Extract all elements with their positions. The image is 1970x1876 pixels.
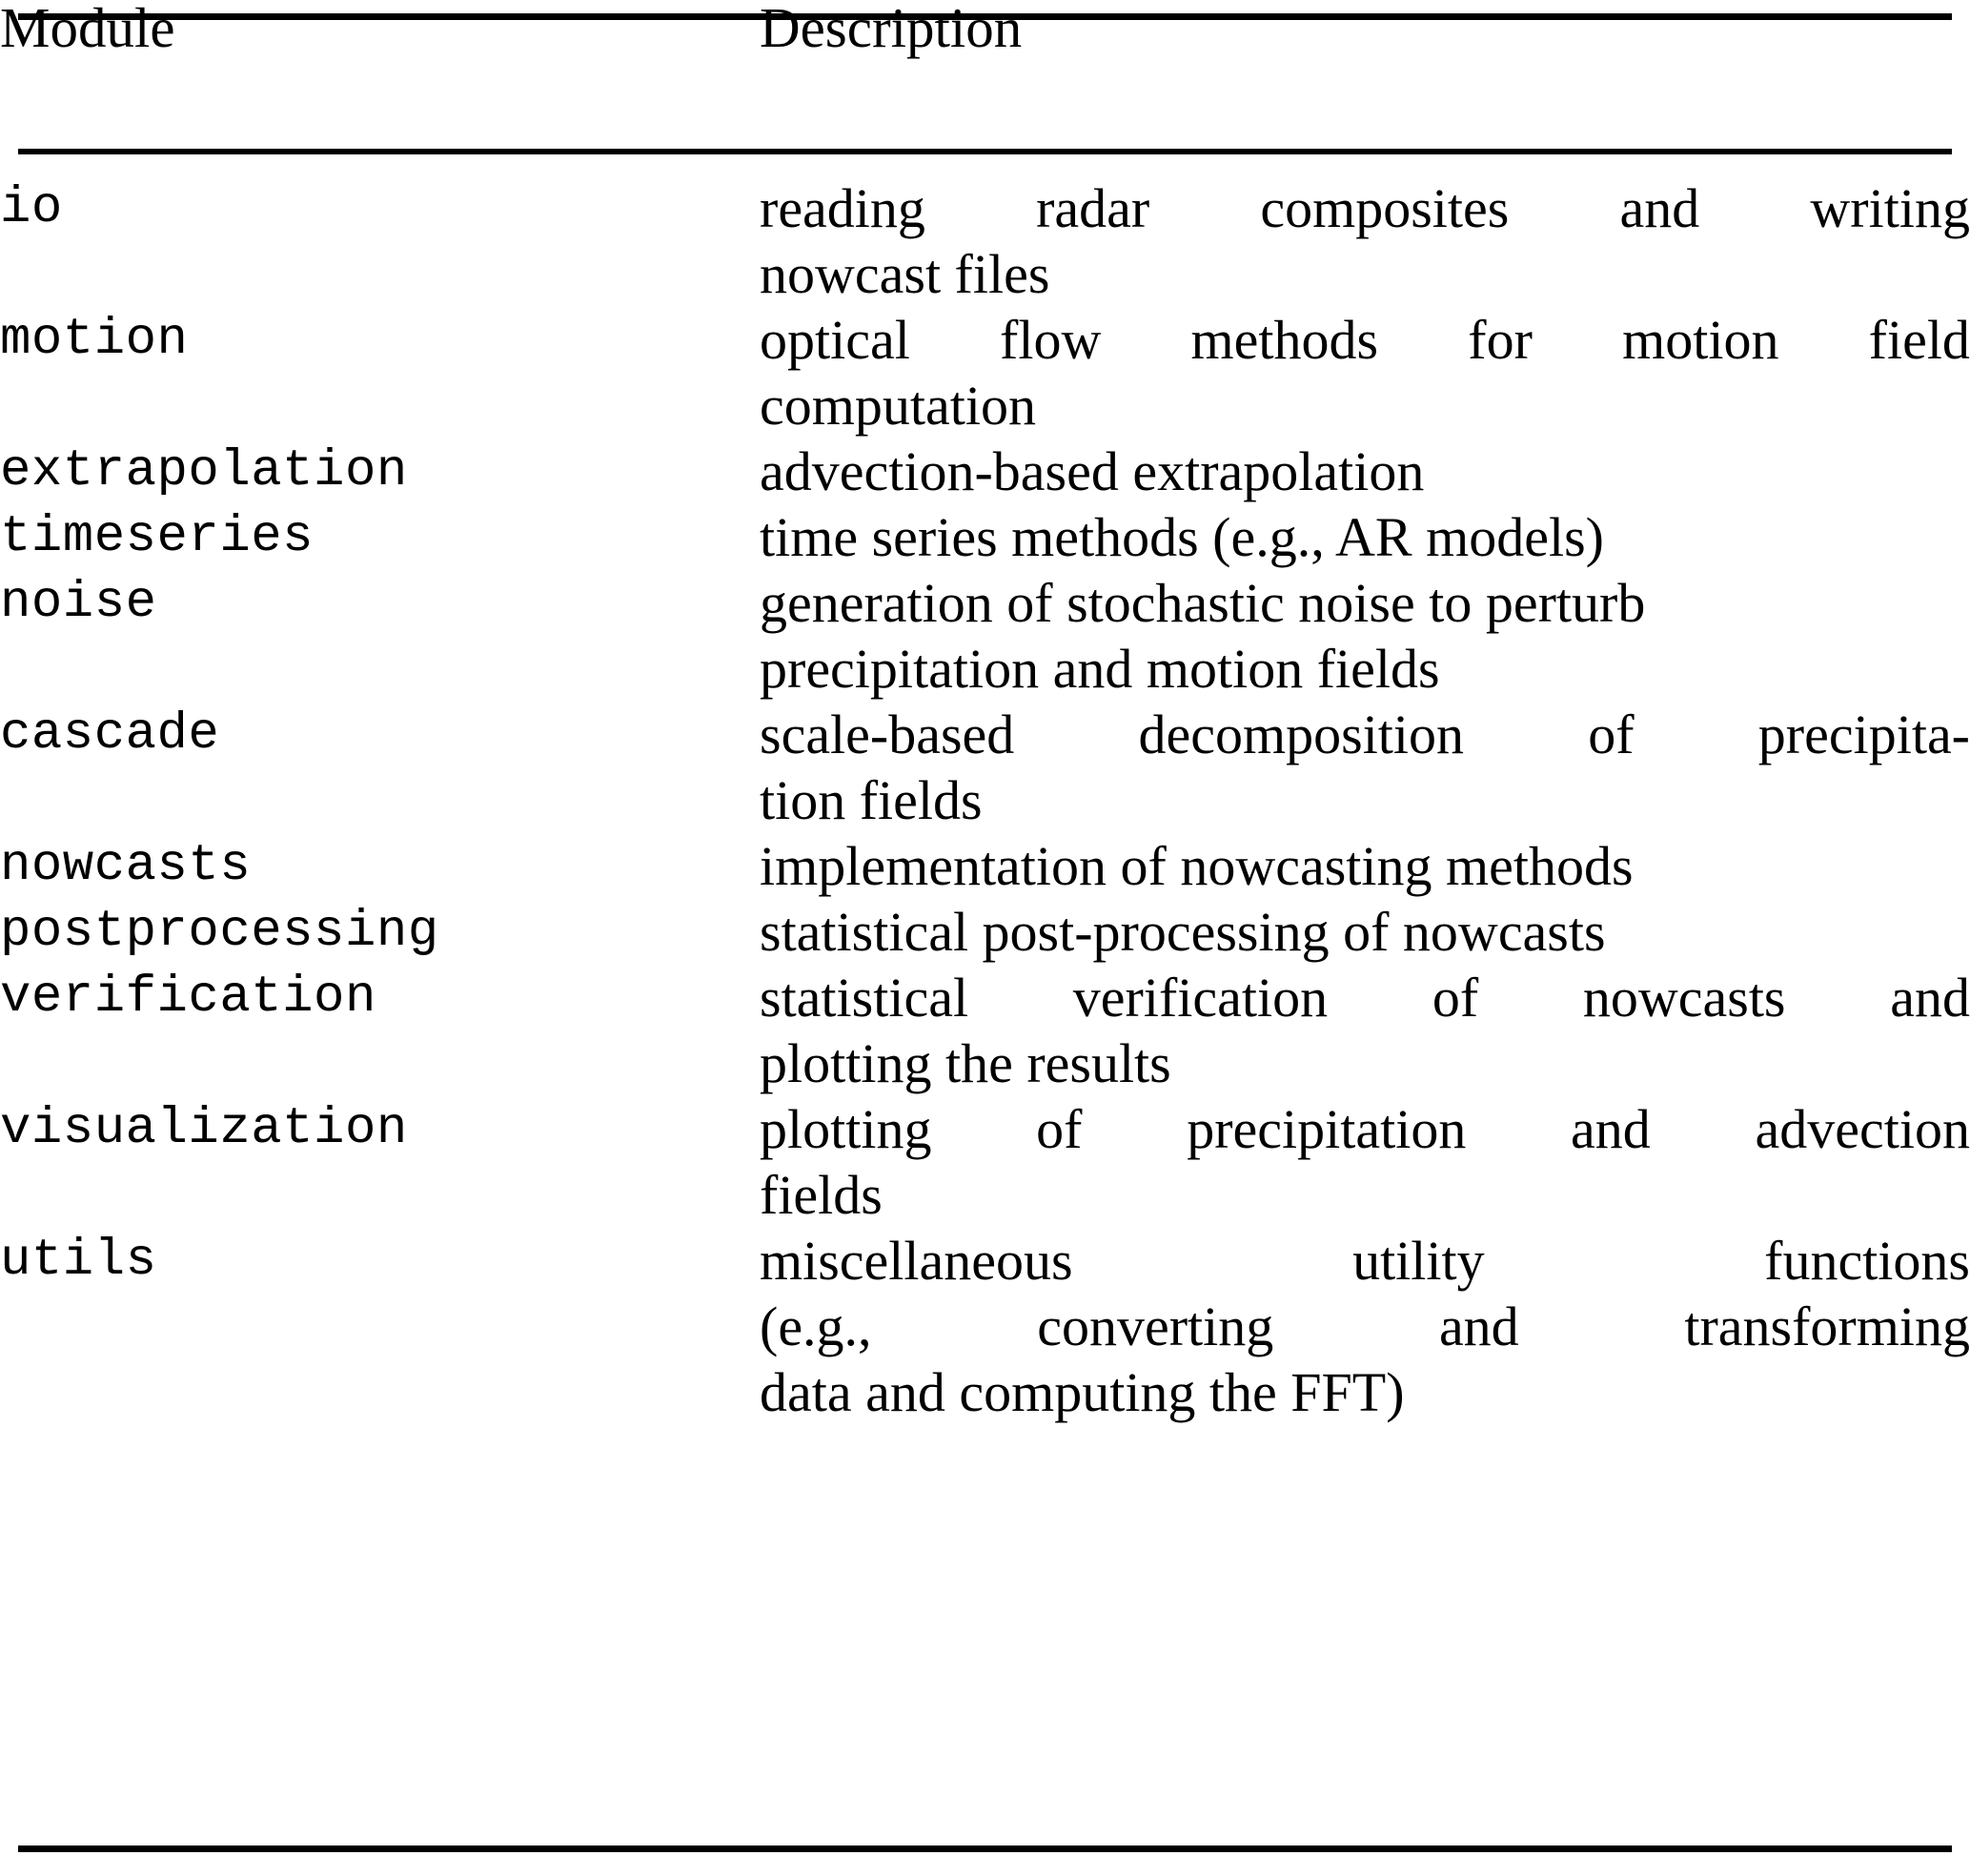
description-line: plotting of precipitation and advection <box>760 1096 1970 1162</box>
description-word: radar <box>1036 177 1150 239</box>
column-header-description: Description <box>760 0 1023 59</box>
description-word: and <box>1438 1295 1519 1357</box>
description-word: utility <box>1352 1230 1485 1292</box>
description-line: reading radar composites and writing <box>760 175 1970 241</box>
table-top-rule <box>18 13 1952 20</box>
table-row: noise generation of stochastic noise to p… <box>0 570 1970 702</box>
modules-table: Module Description io reading radar composi… <box>0 0 1970 1425</box>
description-word: verification <box>1072 967 1329 1029</box>
module-name-cell: visualization <box>0 1100 408 1158</box>
module-name-cell: cascade <box>0 705 220 764</box>
module-name-cell: noise <box>0 574 157 632</box>
module-description-cell: statistical post-processing of nowcasts <box>760 899 1970 965</box>
description-word: statistical <box>760 967 969 1029</box>
table-row: verification statistical verification of now… <box>0 965 1970 1096</box>
module-description-cell: generation of stochastic noise to pertur… <box>760 570 1970 702</box>
gap-cell-module <box>0 135 760 175</box>
module-description-cell: scale-based decomposition of precipita-tion… <box>760 702 1970 833</box>
description-line: computation <box>760 375 1036 437</box>
header-gap-row <box>0 135 1970 175</box>
module-name-cell: verification <box>0 969 376 1027</box>
description-line: tion fields <box>760 769 983 831</box>
description-word: scale-based <box>760 704 1015 765</box>
header-row: Module Description <box>0 0 1970 135</box>
description-word: miscellaneous <box>760 1230 1073 1292</box>
description-line: fields <box>760 1164 883 1226</box>
description-word: methods <box>1190 309 1379 371</box>
description-word: field <box>1868 309 1970 371</box>
description-word: decomposition <box>1138 704 1465 765</box>
module-name-cell: extrapolation <box>0 442 408 500</box>
table-row: timeseries time series methods (e.g., AR … <box>0 504 1970 570</box>
description-line: precipitation and motion fields <box>760 638 1440 700</box>
table-header: Module Description <box>0 0 1970 135</box>
description-line: statistical verification of nowcasts and <box>760 965 1970 1030</box>
description-word: functions <box>1764 1230 1970 1292</box>
description-word: composites <box>1260 177 1510 239</box>
description-line: advection-based extrapolation <box>760 440 1425 502</box>
description-line: nowcast files <box>760 243 1050 305</box>
description-line: optical flow methods for motion field <box>760 307 1970 373</box>
description-word: precipitation <box>1187 1098 1467 1160</box>
table-row: io reading radar composites and writing nowcas… <box>0 175 1970 307</box>
description-word: and <box>1890 967 1970 1029</box>
gap-cell-description <box>760 135 1970 175</box>
description-word: converting <box>1037 1295 1274 1357</box>
module-name-cell: timeseries <box>0 508 315 566</box>
table-bottom-rule <box>18 1845 1952 1852</box>
module-description-cell: time series methods (e.g., AR models) <box>760 504 1970 570</box>
description-word: and <box>1619 177 1700 239</box>
module-description-cell: miscellaneous utility functions (e.g., conve… <box>760 1228 1970 1425</box>
description-line: statistical post-processing of nowcasts <box>760 901 1606 963</box>
table-row: visualization plotting of precipitation and a… <box>0 1096 1970 1228</box>
table-row: cascade scale-based decomposition of precipi… <box>0 702 1970 833</box>
description-word: of <box>1432 967 1479 1029</box>
module-description-cell: advection-based extrapolation <box>760 438 1970 504</box>
description-line: scale-based decomposition of precipita- <box>760 702 1970 767</box>
module-description-cell: implementation of nowcasting methods <box>760 833 1970 899</box>
table-row: nowcasts implementation of nowcasting met… <box>0 833 1970 899</box>
module-name-cell: postprocessing <box>0 903 439 961</box>
description-word: reading <box>760 177 925 239</box>
module-name-cell: motion <box>0 311 189 369</box>
description-word: precipita- <box>1757 704 1970 765</box>
description-word: of <box>1036 1098 1083 1160</box>
description-line: time series methods (e.g., AR models) <box>760 506 1604 568</box>
module-name-cell: nowcasts <box>0 837 252 895</box>
description-line: (e.g., converting and transforming <box>760 1294 1970 1359</box>
description-line: implementation of nowcasting methods <box>760 835 1634 897</box>
description-line: generation of stochastic noise to pertur… <box>760 572 1646 634</box>
description-word: plotting <box>760 1098 932 1160</box>
description-word: of <box>1588 704 1635 765</box>
table-row: postprocessing statistical post-processin… <box>0 899 1970 965</box>
description-line: data and computing the FFT) <box>760 1361 1405 1423</box>
table-body: io reading radar composites and writing nowcas… <box>0 135 1970 1425</box>
module-description-cell: optical flow methods for motion field computat… <box>760 307 1970 438</box>
table-mid-rule <box>18 149 1952 154</box>
module-description-cell: reading radar composites and writing nowcast … <box>760 175 1970 307</box>
description-word: nowcasts <box>1582 967 1786 1029</box>
module-description-cell: statistical verification of nowcasts and plot… <box>760 965 1970 1096</box>
description-word: optical <box>760 309 910 371</box>
description-line: plotting the results <box>760 1032 1171 1094</box>
description-word: flow <box>1000 309 1102 371</box>
description-word: (e.g., <box>760 1295 872 1357</box>
description-word: and <box>1571 1098 1651 1160</box>
table-row: extrapolation advection-based extrapolati… <box>0 438 1970 504</box>
column-header-module: Module <box>0 0 175 59</box>
module-name-cell: io <box>0 179 63 237</box>
description-word: for <box>1468 309 1533 371</box>
module-description-cell: plotting of precipitation and advection field… <box>760 1096 1970 1228</box>
description-word: advection <box>1755 1098 1970 1160</box>
module-name-cell: utils <box>0 1232 157 1290</box>
description-word: motion <box>1622 309 1779 371</box>
description-line: miscellaneous utility functions <box>760 1228 1970 1294</box>
description-word: transforming <box>1684 1295 1970 1357</box>
table-row: motion optical flow methods for motion field co… <box>0 307 1970 438</box>
description-word: writing <box>1810 177 1970 239</box>
